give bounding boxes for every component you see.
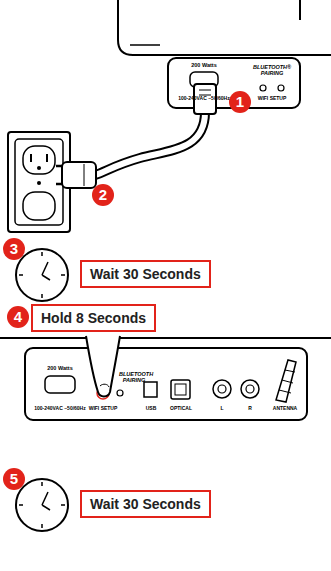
wifi-button <box>278 85 284 91</box>
device-body <box>118 0 331 55</box>
panel-label: 100-240VAC ~50/60Hz <box>34 406 85 412</box>
pairing-button <box>260 85 266 91</box>
panel-label: BLUETOOTH® PAIRING <box>252 64 292 76</box>
pairing-button <box>117 390 123 396</box>
device-edge <box>0 337 331 339</box>
step-number: 4 <box>14 308 22 325</box>
step-number: 1 <box>236 93 244 110</box>
panel-label: R <box>248 406 252 412</box>
callout-number: 2 <box>92 184 114 206</box>
step-text: Hold 8 Seconds <box>41 310 146 326</box>
panel-label: WIFI SETUP <box>258 96 287 102</box>
step-text: Wait 30 Seconds <box>90 266 201 282</box>
callout-number: 1 <box>229 91 251 113</box>
panel-label: BLUETOOTH PAIRING <box>119 371 149 383</box>
instruction-box: Wait 30 Seconds <box>80 260 211 288</box>
panel-label: 100-240VAC ~50/60Hz <box>178 96 229 102</box>
step-number: 5 <box>10 470 18 487</box>
callout-number: 4 <box>7 306 29 328</box>
instruction-box: Hold 8 Seconds <box>31 304 156 332</box>
finger <box>86 336 120 397</box>
instruction-box: Wait 30 Seconds <box>80 490 211 518</box>
panel-label: 200 Watts <box>191 62 216 68</box>
power-socket <box>45 376 75 393</box>
clock-icon <box>16 479 68 531</box>
step-text: Wait 30 Seconds <box>90 496 201 512</box>
step-number: 2 <box>99 186 107 203</box>
callout-number: 5 <box>3 468 25 490</box>
rear-panel <box>25 348 307 420</box>
panel-label: USB <box>146 406 157 412</box>
optical-port <box>171 380 190 399</box>
clock-icon <box>16 249 68 301</box>
step-number: 3 <box>10 240 18 257</box>
usb-port <box>144 382 157 397</box>
power-cord <box>95 112 205 175</box>
panel-label: WIFI SETUP <box>89 406 118 412</box>
antenna <box>276 360 296 402</box>
plug <box>62 162 96 188</box>
panel-label: OPTICAL <box>170 406 192 412</box>
panel-label: 200 Watts <box>47 365 72 371</box>
wall-outlet <box>8 132 70 232</box>
callout-number: 3 <box>3 238 25 260</box>
rca-jack <box>213 380 231 398</box>
panel-label: L <box>220 406 223 412</box>
panel-label: ANTENNA <box>273 406 297 412</box>
device-edge <box>299 0 301 20</box>
rca-jack <box>241 380 259 398</box>
